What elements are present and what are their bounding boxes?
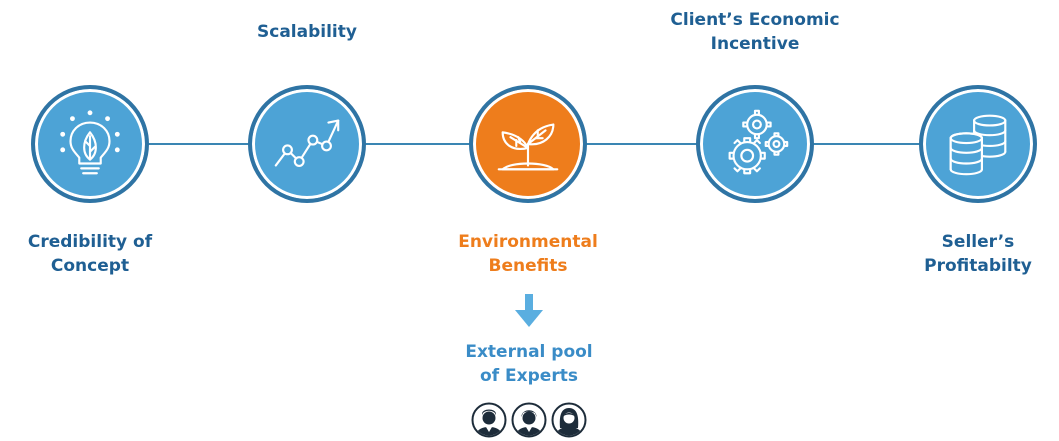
credibility-node — [31, 85, 149, 203]
economic-label-line-1: Client’s Economic — [670, 10, 840, 30]
arrow-down-icon — [515, 294, 543, 327]
profitability-label: Seller’s Profitabilty — [898, 230, 1058, 278]
experts-label-line-1: External pool — [465, 342, 593, 362]
gear-large-icon — [728, 137, 766, 175]
profitability-label-line-1: Seller’s — [941, 232, 1015, 252]
gears-icon — [728, 109, 789, 175]
economic-label-line-2: Incentive — [710, 34, 800, 54]
credibility-label: Credibility of Concept — [0, 230, 180, 278]
environmental-label-line-2: Benefits — [488, 256, 568, 276]
growth-line-chart-icon — [274, 119, 340, 168]
database-stack-icon — [949, 114, 1007, 176]
experts-label-line-2: of Experts — [480, 366, 578, 386]
scalability-node — [248, 85, 366, 203]
profitability-label-line-2: Profitabilty — [924, 256, 1032, 276]
lightbulb-leaf-icon — [60, 110, 120, 175]
experts-label: External pool of Experts — [439, 340, 619, 388]
environmental-node — [469, 85, 587, 203]
economic-node — [696, 85, 814, 203]
credibility-label-line-1: Credibility of — [27, 232, 153, 252]
gear-top-icon — [742, 109, 772, 140]
expert-man-icon — [471, 402, 507, 438]
expert-woman-icon — [551, 402, 587, 438]
credibility-label-line-2: Concept — [50, 256, 130, 276]
environmental-label: Environmental Benefits — [438, 230, 618, 278]
experts-group — [464, 402, 594, 440]
expert-man-icon — [511, 402, 547, 438]
gear-right-icon — [764, 132, 789, 156]
sprout-icon — [497, 123, 559, 171]
scalability-label-line-1: Scalability — [257, 22, 357, 42]
economic-label: Client’s Economic Incentive — [665, 8, 845, 56]
profitability-node — [919, 85, 1037, 203]
environmental-label-line-1: Environmental — [458, 232, 598, 252]
scalability-label: Scalability — [217, 20, 397, 44]
